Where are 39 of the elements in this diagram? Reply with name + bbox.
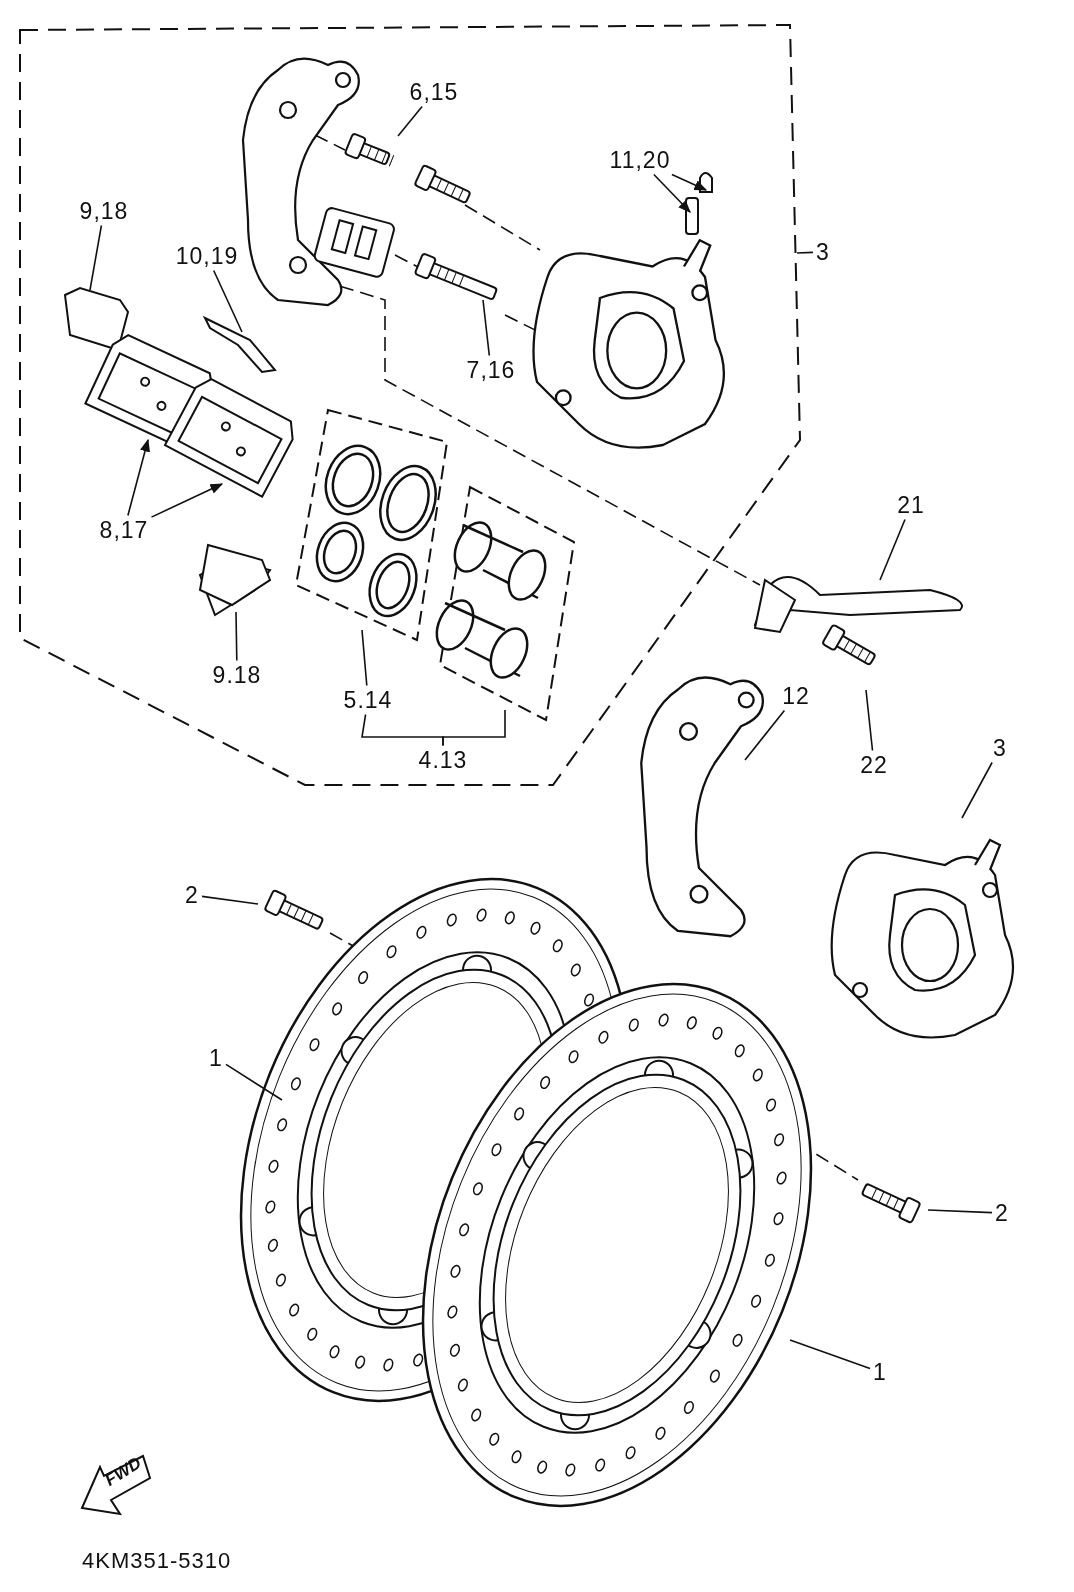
leader-line xyxy=(201,895,259,905)
leader-line xyxy=(879,518,906,581)
leader-line xyxy=(671,173,708,191)
callout-number: 6,15 xyxy=(409,80,459,104)
leader-line xyxy=(789,1339,871,1370)
callout-number: 2 xyxy=(995,1201,1009,1225)
callout-number: 21 xyxy=(897,493,925,517)
callout-number: 3 xyxy=(816,240,830,264)
leader-line xyxy=(744,709,786,761)
leader-line xyxy=(225,1063,283,1101)
leader-line xyxy=(927,1209,993,1214)
leader-line xyxy=(653,173,691,213)
leader-line xyxy=(865,689,874,752)
leader-line xyxy=(150,483,224,518)
callout-number: 2 xyxy=(185,883,199,907)
callout-number: 12 xyxy=(782,684,810,708)
leader-line xyxy=(127,438,150,517)
callout-number: 7,16 xyxy=(466,358,516,382)
callout-number: 9,18 xyxy=(79,199,129,223)
callout-number: 9.18 xyxy=(212,663,262,687)
leader-line xyxy=(482,299,491,357)
callout-number: 8,17 xyxy=(99,518,149,542)
callout-number: 3 xyxy=(993,736,1007,760)
leader-line xyxy=(442,709,506,747)
leader-line xyxy=(212,269,243,333)
callout-number: 22 xyxy=(860,753,888,777)
callout-number: 11,20 xyxy=(609,148,671,172)
callout-number: 10,19 xyxy=(175,244,239,268)
leader-line xyxy=(235,611,238,662)
leader-line xyxy=(89,224,103,291)
leader-line xyxy=(796,251,814,254)
diagram-code: 4KM351-5310 xyxy=(82,1548,232,1574)
callout-number: 5.14 xyxy=(343,688,393,712)
leader-line xyxy=(361,629,368,687)
callout-number: 4.13 xyxy=(418,748,468,772)
callout-number: 1 xyxy=(209,1046,223,1070)
leader-line xyxy=(961,761,993,819)
leader-line xyxy=(397,105,423,137)
callout-number: 1 xyxy=(873,1360,887,1384)
